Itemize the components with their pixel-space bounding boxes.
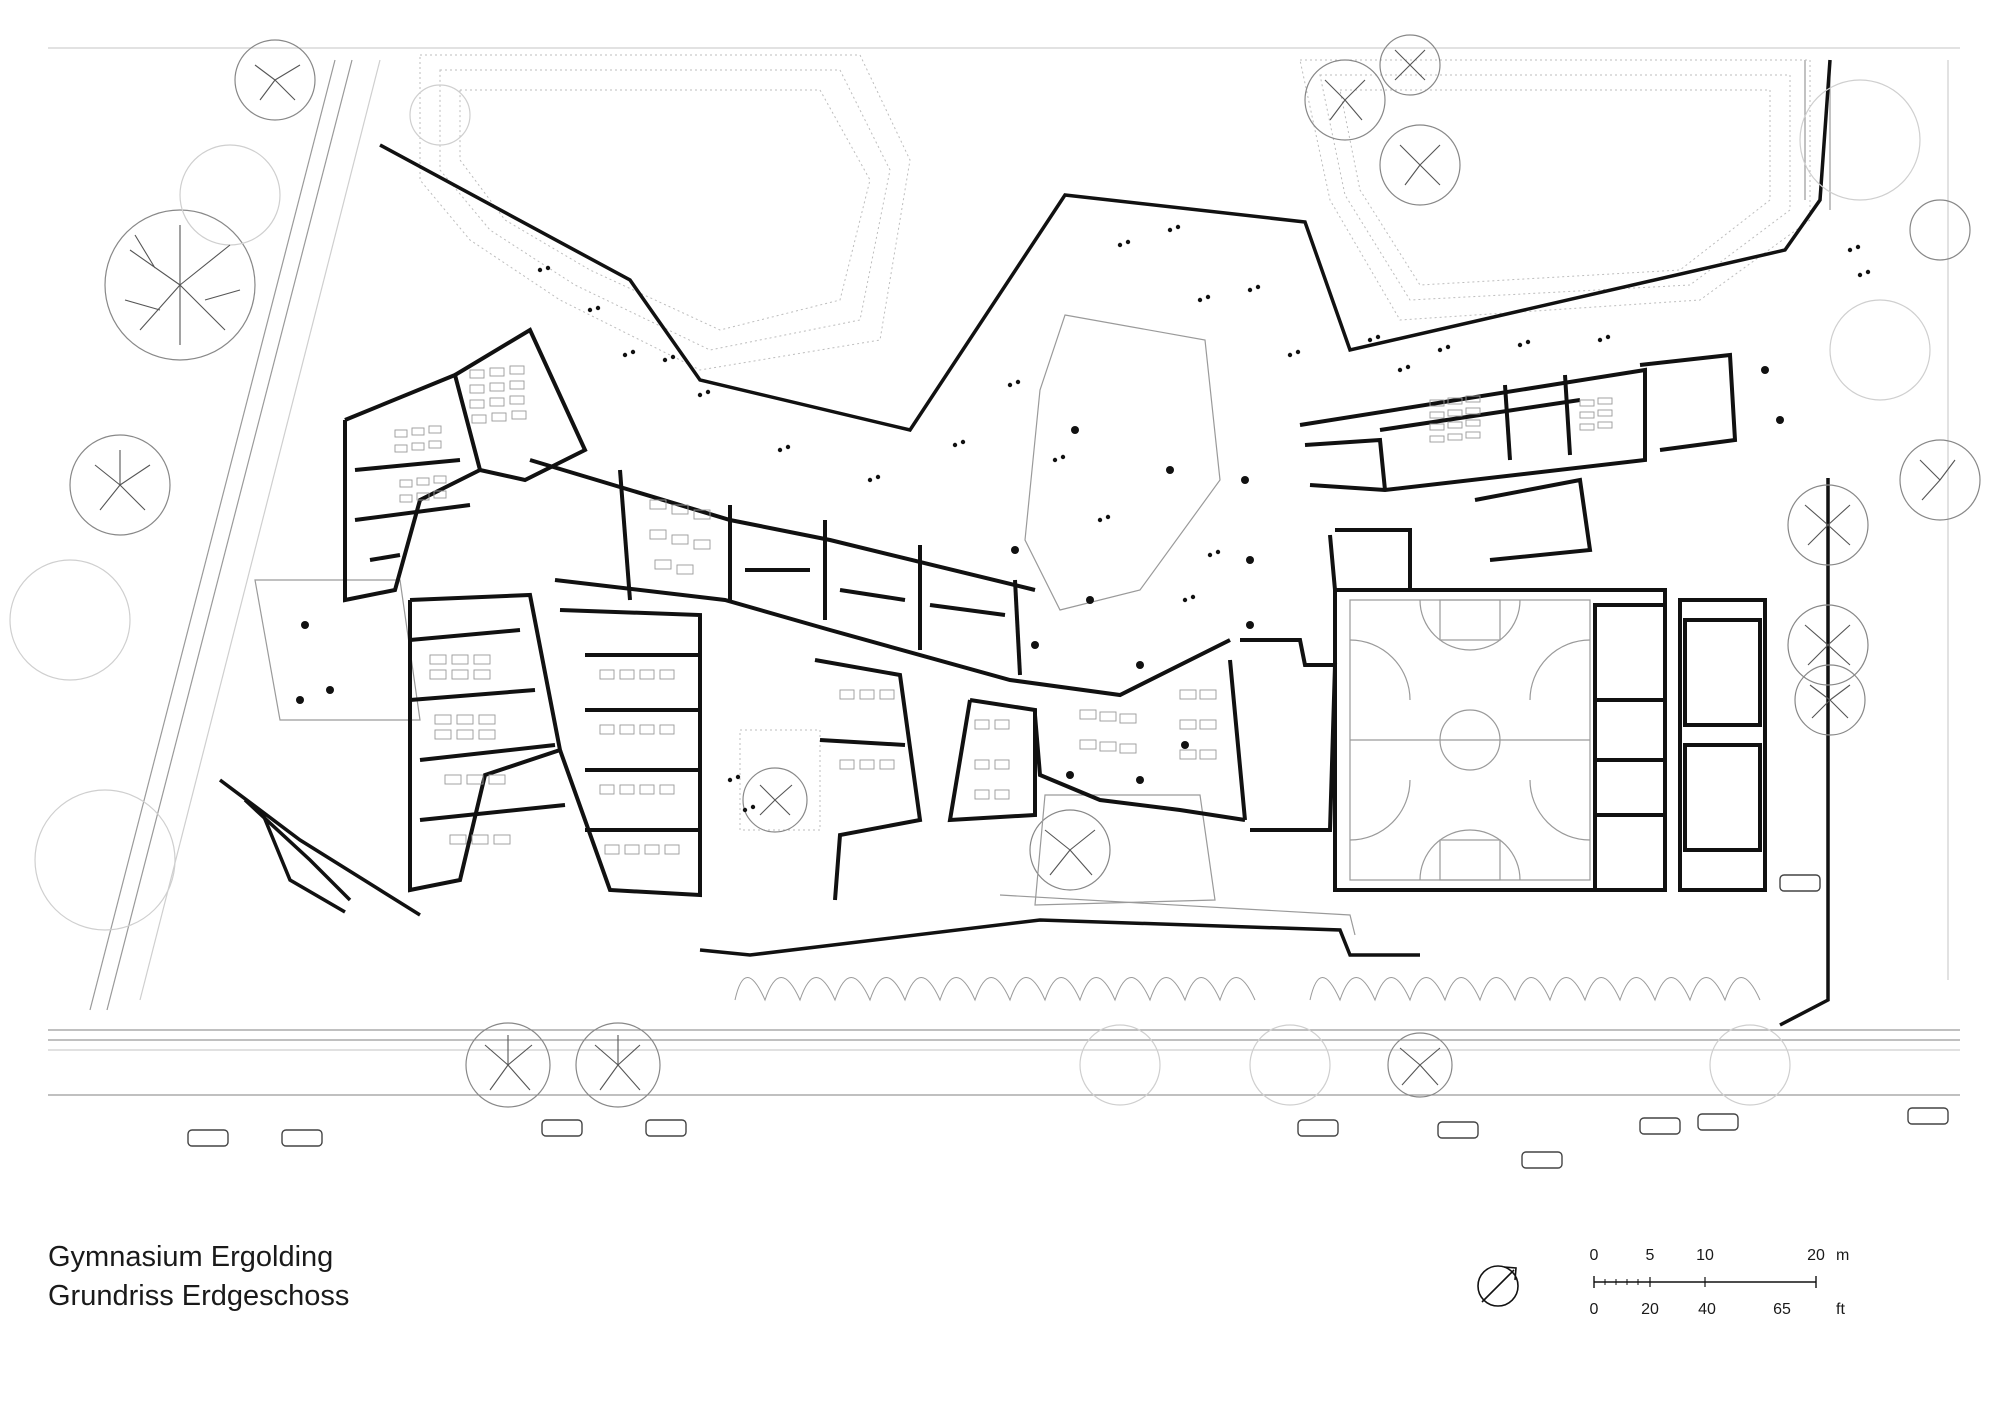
drawing-subtitle: Grundriss Erdgeschoss	[48, 1280, 350, 1312]
drawing-title: Gymnasium Ergolding	[48, 1241, 334, 1273]
courtyard-outlines	[254, 314, 1356, 936]
scale-unit-imperial: ft	[1836, 1301, 1845, 1318]
terrain-edge	[218, 59, 1832, 1027]
plant-marks	[537, 224, 1871, 813]
scale-tick-ft-20: 20	[1641, 1301, 1659, 1318]
scale-bar: 0 5 10 20 m 0 20 40 65 ft	[1470, 1240, 1890, 1330]
gym-court-markings	[1349, 599, 1591, 881]
north-arrow-icon	[1477, 1265, 1519, 1307]
title-block: Gymnasium Ergolding Grundriss Erdgeschos…	[48, 1238, 349, 1316]
columns	[296, 366, 1784, 784]
building-walls	[343, 327, 1767, 901]
classroom-furniture	[394, 365, 1613, 855]
scale-tick-ft-40: 40	[1698, 1301, 1716, 1318]
scale-tick-m-5: 5	[1645, 1247, 1655, 1264]
scale-tick-m-10: 10	[1696, 1247, 1714, 1264]
hedge-rows	[734, 977, 1761, 1002]
scale-bar-line	[1593, 1276, 1817, 1288]
scale-tick-m-0: 0	[1589, 1247, 1599, 1264]
scale-unit-metric: m	[1836, 1247, 1850, 1264]
parked-cars	[187, 874, 1949, 1169]
tree-branches	[94, 49, 1956, 1091]
site-lines	[48, 47, 1960, 1096]
scale-tick-ft-65: 65	[1773, 1301, 1791, 1318]
scale-tick-ft-0: 0	[1589, 1301, 1599, 1318]
vegetation-fields	[419, 54, 1811, 831]
scale-tick-m-20: 20	[1807, 1247, 1825, 1264]
trees	[9, 34, 1981, 1108]
